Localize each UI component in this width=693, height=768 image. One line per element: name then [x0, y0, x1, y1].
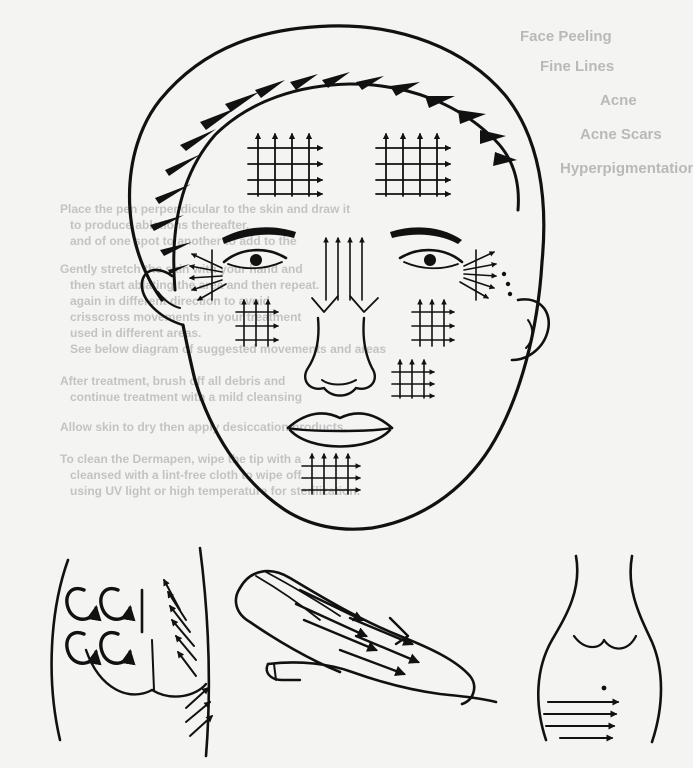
left-cheek-grid: [236, 300, 278, 346]
abdomen-arrow-strokes-icon: [538, 556, 661, 742]
hip-circular-strokes-icon: [52, 548, 212, 756]
right-cheek-grid: [412, 300, 454, 346]
hair-strokes: [150, 72, 517, 274]
forehead-grid-right: [376, 134, 450, 196]
chin-grid: [302, 454, 360, 494]
hand-direction-strokes-icon: [236, 571, 496, 704]
forehead-grid-left: [248, 134, 322, 196]
nose-bridge-arrows: [312, 238, 378, 312]
left-crows-feet-strokes: [190, 250, 226, 300]
right-crows-feet-strokes: [460, 250, 512, 300]
upper-lip-grid: [392, 360, 434, 398]
face-with-arrow-grids-icon: [130, 26, 549, 529]
